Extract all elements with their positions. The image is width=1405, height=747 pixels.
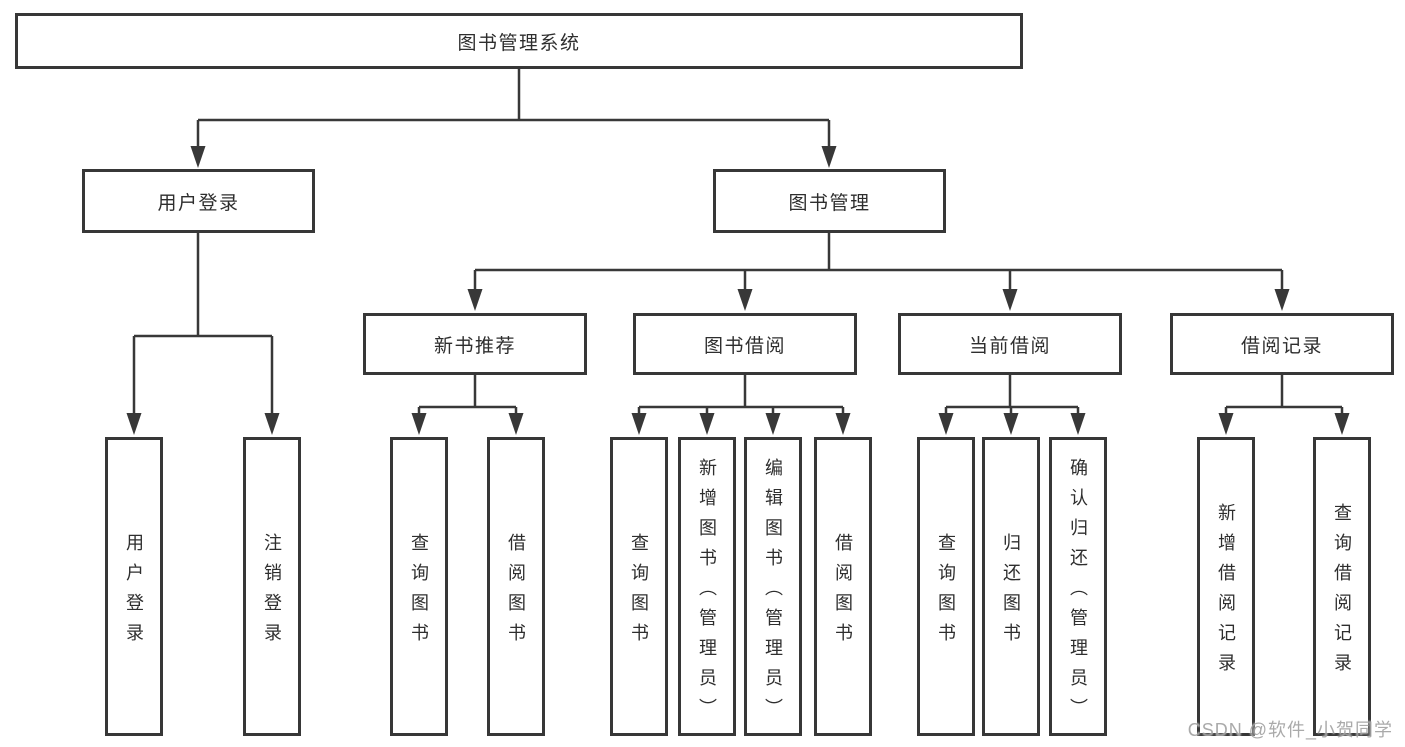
node-label: 新增借阅记录 [1216,502,1236,683]
node-borrow-records: 借阅记录 [1170,313,1394,375]
node-label: 注销登录 [262,532,282,653]
node-label: 借阅图书 [833,532,853,653]
node-bb-add-book-admin: 新增图书（管理员） [678,437,736,736]
node-label: 编辑图书（管理员） [763,457,783,728]
node-label: 确认归还（管理员） [1068,457,1088,728]
node-nbr-borrow-book: 借阅图书 [487,437,545,736]
node-new-book-recommend: 新书推荐 [363,313,587,375]
node-label: 新书推荐 [433,335,516,357]
node-label: 查询借阅记录 [1332,502,1352,683]
node-root: 图书管理系统 [15,13,1023,69]
node-current-borrow: 当前借阅 [898,313,1122,375]
node-br-add-record: 新增借阅记录 [1197,437,1255,736]
node-label: 归还图书 [1001,532,1021,653]
node-label: 查询图书 [936,532,956,653]
node-label: 图书管理系统 [457,32,581,54]
node-cb-confirm-return-admin: 确认归还（管理员） [1049,437,1107,736]
node-bb-edit-book-admin: 编辑图书（管理员） [744,437,802,736]
node-logout-leaf: 注销登录 [243,437,301,736]
node-label: 借阅图书 [506,532,526,653]
node-book-borrow: 图书借阅 [633,313,857,375]
node-label: 查询图书 [409,532,429,653]
node-br-query-record: 查询借阅记录 [1313,437,1371,736]
node-label: 用户登录 [157,192,240,214]
node-label: 用户登录 [124,532,144,653]
node-label: 新增图书（管理员） [697,457,717,728]
watermark: CSDN @软件_小贺同学 [1187,720,1393,740]
node-bb-borrow-book: 借阅图书 [814,437,872,736]
node-nbr-query-book: 查询图书 [390,437,448,736]
node-cb-query-book: 查询图书 [917,437,975,736]
node-label: 当前借阅 [968,335,1051,357]
node-cb-return-book: 归还图书 [982,437,1040,736]
node-label: 查询图书 [629,532,649,653]
node-label: 图书管理 [788,192,871,214]
node-book-management: 图书管理 [713,169,946,233]
node-label: 借阅记录 [1240,335,1323,357]
node-bb-query-book: 查询图书 [610,437,668,736]
node-user-login-leaf: 用户登录 [105,437,163,736]
node-label: 图书借阅 [703,335,786,357]
node-user-login: 用户登录 [82,169,315,233]
